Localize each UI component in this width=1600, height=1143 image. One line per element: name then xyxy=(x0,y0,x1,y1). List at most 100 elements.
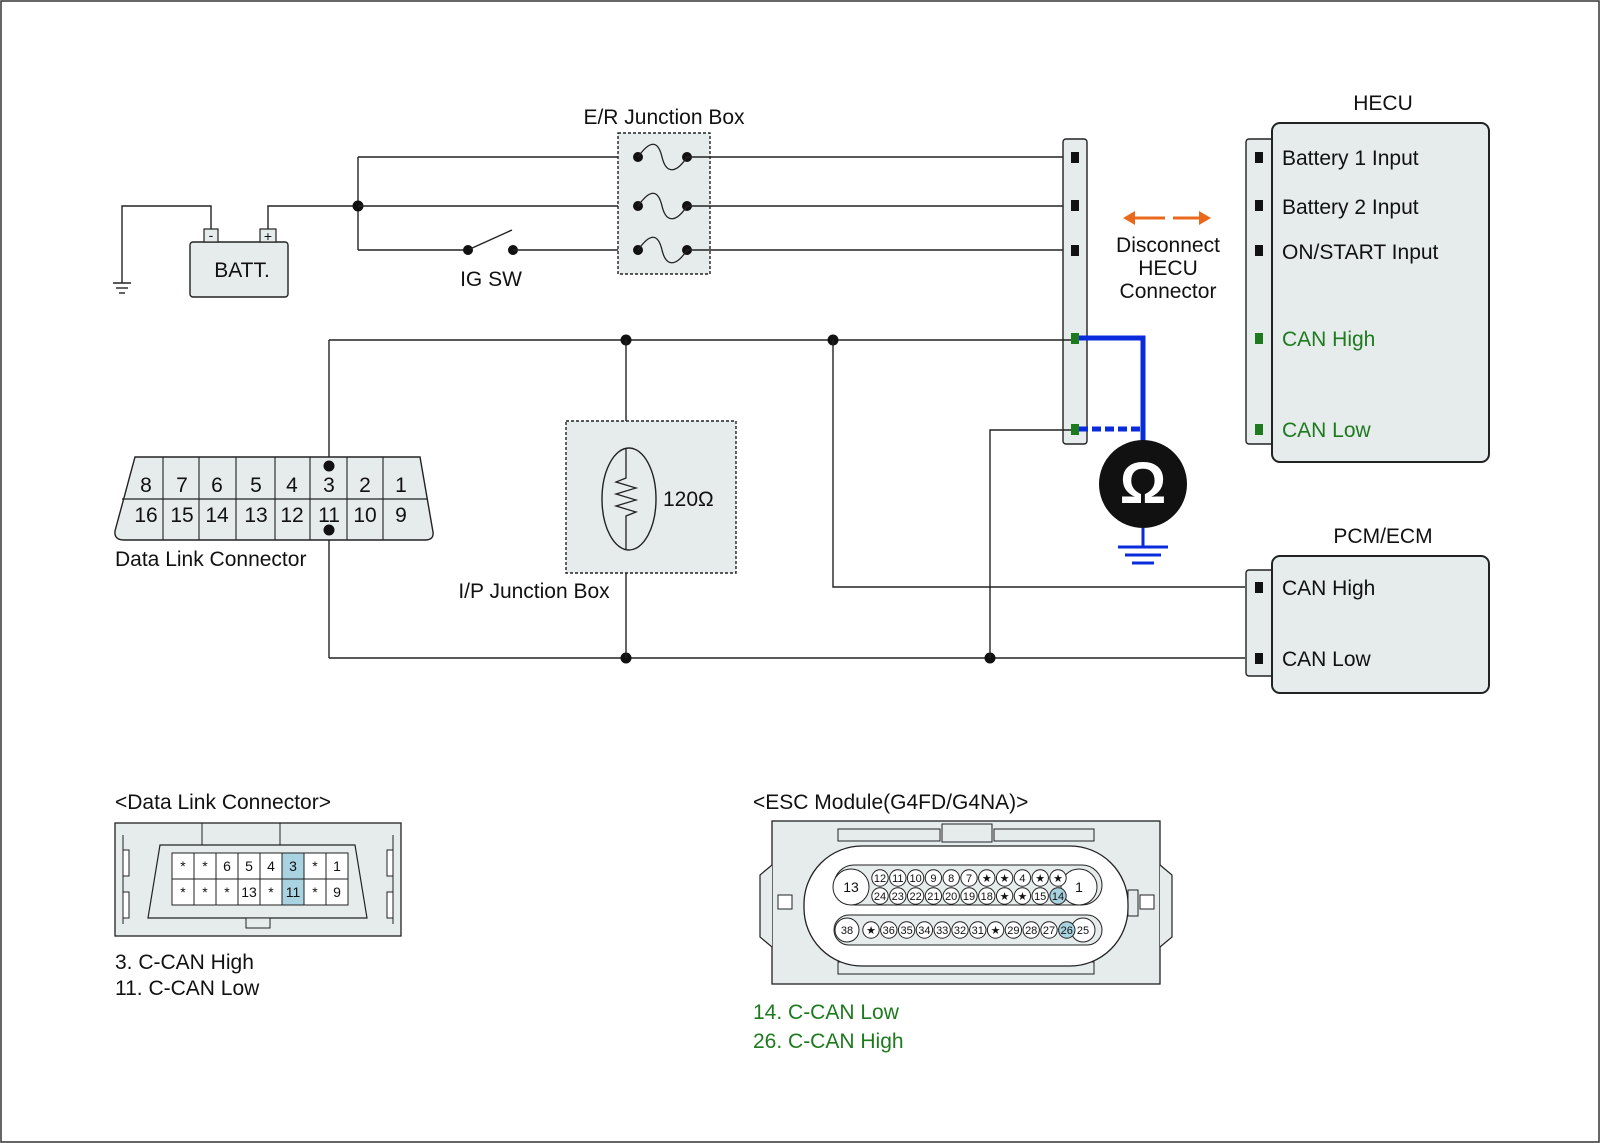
esc-pin xyxy=(906,887,925,905)
battery: - + BATT. xyxy=(113,205,289,298)
esc-pin xyxy=(995,869,1014,887)
dlc-detail-pin: * xyxy=(180,884,186,900)
esc-title: <ESC Module(G4FD/G4NA)> xyxy=(753,791,1028,814)
hecu-pin-onstart: ON/START Input xyxy=(1282,241,1439,264)
er-junction-box-label: E/R Junction Box xyxy=(583,106,745,129)
pcm-ecm-title: PCM/ECM xyxy=(1333,525,1432,548)
esc-pin-big xyxy=(832,868,870,906)
battery-plus: + xyxy=(264,228,272,244)
dlc-main-pin-13: 13 xyxy=(244,504,267,527)
ip-junction-box-label: I/P Junction Box xyxy=(458,580,610,603)
esc-pin-big-label: 25 xyxy=(1077,925,1089,937)
esc-pin-label: 28 xyxy=(1025,925,1037,937)
esc-pin-label: ★ xyxy=(1017,891,1027,903)
esc-pin-label: 19 xyxy=(963,891,975,903)
ohmmeter: Ω xyxy=(1099,440,1187,565)
esc-pin xyxy=(1049,869,1067,887)
dlc-detail-pin: 4 xyxy=(267,858,275,874)
dlc-main-pin-9: 9 xyxy=(395,504,407,527)
hecu-pin-battery2: Battery 2 Input xyxy=(1282,196,1419,219)
esc-pin-label: 36 xyxy=(883,925,895,937)
esc-pin-label: 32 xyxy=(954,925,966,937)
esc-pin-label: ★ xyxy=(1000,873,1010,885)
hecu-pin-can-low: CAN Low xyxy=(1282,419,1372,442)
dlc-main-pin-5: 5 xyxy=(250,474,262,497)
ig-switch: IG SW xyxy=(460,229,522,291)
dlc-main-pin-4: 4 xyxy=(286,474,298,497)
disconnect-line2: HECU xyxy=(1138,257,1198,280)
esc-pin xyxy=(986,921,1005,939)
dlc-detail-pin: * xyxy=(312,858,318,874)
esc-pin xyxy=(906,869,925,887)
esc-pin-big-label: 1 xyxy=(1075,879,1083,895)
dlc-main-pin-11: 11 xyxy=(318,504,340,527)
esc-pin xyxy=(889,887,907,905)
hecu-module: HECU Battery 1 Input Battery 2 Input ON/… xyxy=(1245,92,1490,463)
esc-pin-label: 24 xyxy=(874,891,886,903)
esc-pin xyxy=(960,869,978,887)
dlc-detail-pin: * xyxy=(202,884,208,900)
dlc-main-pin-16: 16 xyxy=(134,504,157,527)
esc-pin-label: 12 xyxy=(874,873,886,885)
esc-pin-label: 4 xyxy=(1019,873,1025,885)
esc-pin-label: 7 xyxy=(966,873,972,885)
esc-pin xyxy=(1022,921,1040,939)
pcm-pin-can-low: CAN Low xyxy=(1282,648,1372,671)
esc-pin-label: ★ xyxy=(1000,891,1010,903)
esc-pin-label: 9 xyxy=(930,873,936,885)
esc-pin-label: ★ xyxy=(1053,873,1063,885)
esc-pin xyxy=(871,869,889,887)
hecu-title: HECU xyxy=(1353,92,1413,115)
esc-pin xyxy=(1013,887,1032,905)
esc-pin-label: 23 xyxy=(892,891,904,903)
esc-pin-label: 22 xyxy=(909,891,921,903)
esc-pin xyxy=(951,921,969,939)
esc-pin xyxy=(978,869,996,887)
esc-pin-label: 29 xyxy=(1007,925,1019,937)
esc-pin-label: 8 xyxy=(948,873,954,885)
hecu-harness-connector xyxy=(1062,138,1088,445)
ig-switch-label: IG SW xyxy=(460,268,522,291)
esc-pin-label: 34 xyxy=(918,925,930,937)
esc-pin-label: 27 xyxy=(1043,925,1055,937)
esc-pin xyxy=(880,921,898,939)
disconnect-line3: Connector xyxy=(1120,280,1217,303)
hecu-pin-battery1: Battery 1 Input xyxy=(1282,147,1419,170)
esc-pin xyxy=(942,887,960,905)
dlc-main-pin-8: 8 xyxy=(140,474,152,497)
esc-pin-label: 15 xyxy=(1034,891,1046,903)
esc-pin xyxy=(1058,921,1076,939)
dlc-main-pin-3: 3 xyxy=(323,474,335,497)
dlc-detail-pin: 1 xyxy=(333,858,341,874)
esc-pin xyxy=(862,921,880,939)
esc-pin-label: ★ xyxy=(866,925,876,937)
esc-pin xyxy=(995,887,1014,905)
esc-pin xyxy=(1031,887,1049,905)
dlc-detail-cell xyxy=(325,878,349,906)
ohm-symbol: Ω xyxy=(1120,451,1167,516)
dlc-main-pin-15: 15 xyxy=(170,504,193,527)
dlc-legend-can-low: 11. C-CAN Low xyxy=(115,977,260,1000)
esc-pin-label: ★ xyxy=(982,873,992,885)
dlc-detail-pin: 11 xyxy=(286,884,301,900)
hecu-pin-can-high: CAN High xyxy=(1282,328,1375,351)
esc-pin xyxy=(1049,887,1067,905)
dlc-legend-can-high: 3. C-CAN High xyxy=(115,951,254,974)
esc-pin xyxy=(1040,921,1058,939)
dlc-detail-pin: * xyxy=(312,884,318,900)
esc-pin-big-label: 38 xyxy=(841,925,853,937)
esc-pin xyxy=(889,869,907,887)
fuse-2 xyxy=(633,192,692,220)
esc-pin-label: 33 xyxy=(936,925,948,937)
esc-pin-label: 21 xyxy=(927,891,939,903)
dlc-detail-title: <Data Link Connector> xyxy=(115,791,331,814)
esc-pin-label: 14 xyxy=(1052,891,1064,903)
dlc-detail-pin: 6 xyxy=(223,858,231,874)
esc-pin xyxy=(1004,921,1023,939)
pcm-pin-can-high: CAN High xyxy=(1282,577,1375,600)
dlc-detail-pin: 9 xyxy=(333,884,341,900)
esc-pin-label: ★ xyxy=(1035,873,1045,885)
